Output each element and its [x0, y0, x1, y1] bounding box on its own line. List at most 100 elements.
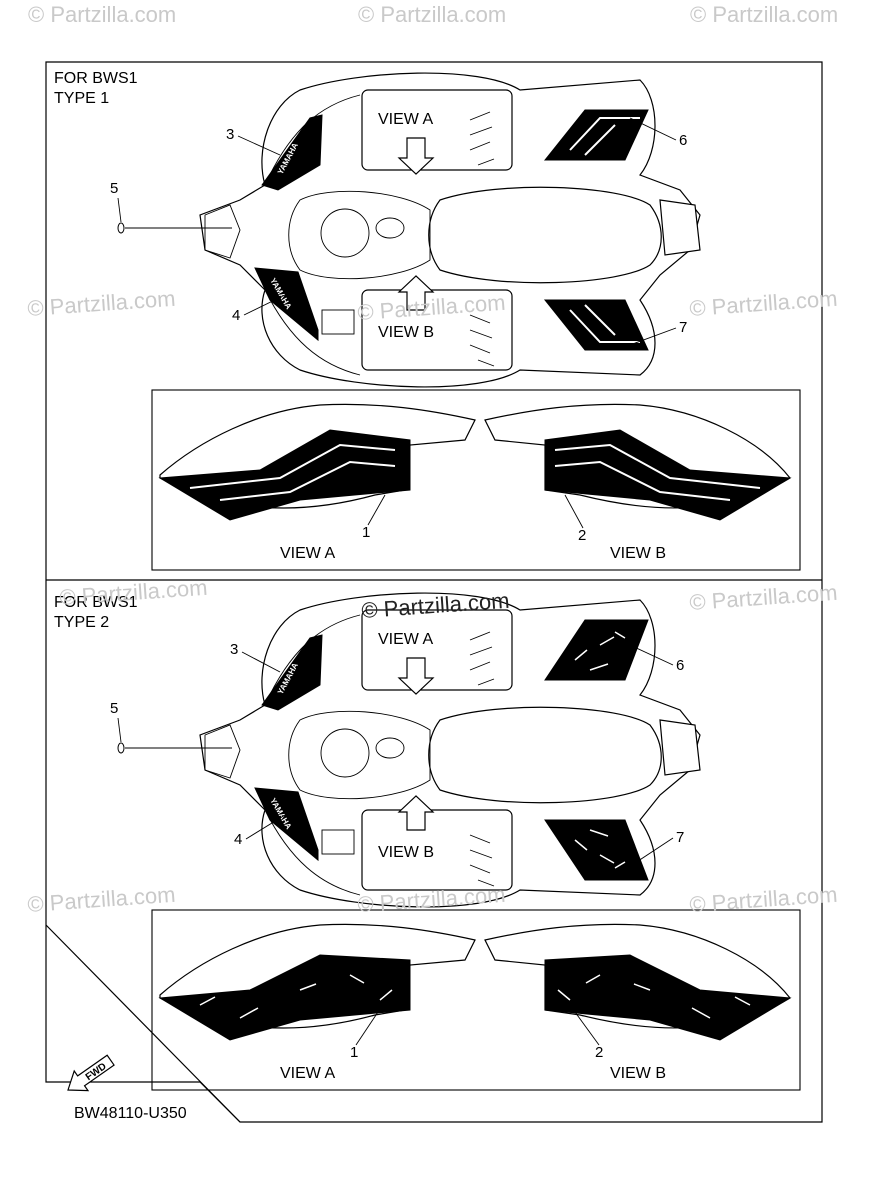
atv-tank: [288, 710, 431, 800]
watermark: © Partzilla.com: [28, 2, 176, 27]
decal-7-shape: [543, 299, 649, 351]
leader-3: [241, 651, 281, 673]
atv-vents-b: [469, 314, 495, 367]
callout-1: 1: [362, 524, 370, 541]
callout-2: 2: [578, 527, 586, 544]
decal-3-shape: [261, 634, 323, 711]
decal-1-shape: [158, 954, 411, 1041]
type2-heading-line1: FOR BWS1: [54, 594, 138, 611]
callout-4: 4: [232, 307, 240, 324]
view-b-label-2: VIEW B: [378, 844, 434, 861]
inset-view-b-label-1: VIEW B: [610, 545, 666, 562]
atv-vents-a: [469, 631, 495, 686]
atv-front-fender-b: [264, 289, 361, 376]
type1-section: FOR BWS1 TYPE 1 YAMAHA YAMAHA: [54, 70, 801, 571]
atv-panel-view-b: [361, 809, 513, 891]
inset-box-2: [151, 909, 801, 1091]
leader-7: [629, 327, 677, 346]
callout-4: 4: [234, 831, 242, 848]
decal-7-camo: [574, 829, 626, 869]
watermark: © Partzilla.com: [689, 580, 839, 615]
leader-6: [629, 644, 674, 666]
atv-rear-handle: [659, 719, 701, 776]
view-b-arrow-2: [397, 795, 435, 831]
frame-corner-cut: [45, 924, 241, 1123]
leader-1: [355, 1011, 379, 1046]
atv-plate-b: [321, 309, 355, 335]
callout-2: 2: [595, 1044, 603, 1061]
decal-1-camo: [199, 974, 393, 1019]
watermark: © Partzilla.com: [689, 882, 839, 917]
watermark: © Partzilla.com: [27, 882, 177, 917]
atv-panel-view-b: [361, 289, 513, 371]
leader-4: [245, 814, 286, 840]
callout-5: 5: [110, 180, 118, 197]
atv-tank: [288, 190, 431, 280]
atv-vents-b: [469, 834, 495, 887]
decal-7-shape: [544, 819, 649, 881]
leader-3: [237, 135, 281, 156]
callout-3: 3: [226, 126, 234, 143]
atv-panel-view-a: [361, 609, 513, 691]
watermark: © Partzilla.com: [689, 286, 839, 321]
part-5-marker: [117, 742, 125, 754]
atv-steering-hub: [320, 728, 370, 778]
leader-7: [631, 837, 674, 866]
atv-steering-hub: [320, 208, 370, 258]
leader-5a: [117, 197, 122, 223]
decal-1-stripes: [189, 443, 396, 501]
atv-seat: [428, 186, 662, 284]
callout-7: 7: [676, 829, 684, 846]
leader-2: [564, 494, 584, 529]
callout-7: 7: [679, 319, 687, 336]
fwd-arrow-icon: FWD: [67, 1054, 115, 1092]
view-a-label-1: VIEW A: [378, 111, 433, 128]
type2-section: FOR BWS1 TYPE 2 YAMAHA YAMAHA: [54, 592, 801, 1091]
part-5-marker: [117, 222, 125, 234]
decal-2-shape: [544, 429, 792, 521]
view-a-arrow-2: [397, 657, 435, 695]
callout-1: 1: [350, 1044, 358, 1061]
view-a-arrow-1: [397, 137, 435, 175]
decal-6-camo: [574, 631, 626, 671]
leader-1: [367, 494, 386, 526]
decal-7-stripes: [569, 304, 640, 343]
inset-view-a-label-1: VIEW A: [280, 545, 335, 562]
leader-5a: [117, 717, 122, 743]
decal-6-stripes: [569, 117, 640, 156]
decal-3-shape: [261, 114, 323, 191]
decal-2-shape: [544, 954, 792, 1041]
leader-2: [574, 1011, 600, 1046]
inset-view-a-label-2: VIEW A: [280, 1065, 335, 1082]
view-b-arrow-1: [397, 275, 435, 311]
atv-vents-a: [469, 111, 495, 166]
view-b-label-1: VIEW B: [378, 324, 434, 341]
decal-6-shape: [543, 109, 649, 161]
inset-box-1: [151, 389, 801, 571]
inset-view-b-label-2: VIEW B: [610, 1065, 666, 1082]
atv-panel-view-a: [361, 89, 513, 171]
atv-nose: [204, 204, 241, 259]
watermark: © Partzilla.com: [27, 286, 177, 321]
leader-4: [243, 294, 286, 316]
atv-fuel-cap: [375, 737, 405, 759]
part-code: BW48110-U350: [74, 1105, 187, 1122]
atv-fuel-cap: [375, 217, 405, 239]
watermark: © Partzilla.com: [358, 2, 506, 27]
callout-6: 6: [676, 657, 684, 674]
leader-6: [629, 117, 677, 141]
callout-3: 3: [230, 641, 238, 658]
type1-heading-line1: FOR BWS1: [54, 70, 138, 87]
decal-4-shape: [254, 267, 319, 342]
atv-seat: [428, 706, 662, 804]
atv-nose: [204, 724, 241, 779]
callout-5: 5: [110, 700, 118, 717]
view-a-label-2: VIEW A: [378, 631, 433, 648]
decal-2-stripes: [554, 443, 761, 501]
type1-heading-line2: TYPE 1: [54, 90, 109, 107]
decal-2-camo: [557, 974, 751, 1019]
watermark: © Partzilla.com: [690, 2, 838, 27]
decal-6-shape: [544, 619, 649, 681]
atv-plate-b: [321, 829, 355, 855]
